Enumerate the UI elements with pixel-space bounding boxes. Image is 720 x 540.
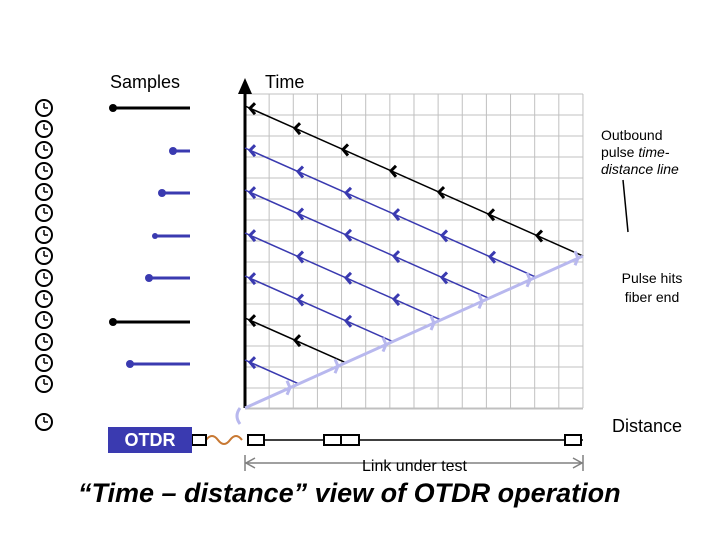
clock-icon [35, 183, 53, 201]
reflection-arrow-mark [247, 314, 257, 328]
backscatter-arrow-mark [343, 186, 353, 200]
link-dimension-arrow-right [572, 457, 584, 469]
clock-icon [35, 204, 53, 222]
pulse-hits-fiber-end-label: Pulse hits fiber end [607, 269, 697, 307]
backscatter-arrow-mark [247, 356, 257, 370]
backscatter-arrow-mark [343, 228, 353, 242]
backscatter-arrow-mark [295, 165, 305, 179]
backscatter-arrow-mark [439, 229, 449, 243]
backscatter-line [244, 232, 442, 321]
fiber-end-arrow-mark [429, 315, 436, 331]
fiber-end-arrow-mark [333, 358, 340, 374]
outbound-label-pointer [622, 179, 629, 233]
clock-icon [35, 162, 53, 180]
outbound-arrow-mark [388, 164, 398, 178]
clock-icon [35, 333, 53, 351]
clock-icon [35, 269, 53, 287]
backscatter-arrow-mark [247, 144, 257, 158]
fiber-end-arrow-mark [381, 337, 388, 353]
backscatter-arrow-mark [343, 271, 353, 285]
backscatter-arrow-mark [391, 208, 401, 222]
outbound-arrow-mark [292, 122, 302, 136]
fiber-squiggle-icon [205, 435, 243, 445]
clock-icon [35, 247, 53, 265]
sample-dot [152, 233, 158, 239]
link-connector-mid-a [323, 434, 342, 446]
backscatter-line [244, 189, 490, 299]
otdr-connector [191, 434, 207, 446]
outbound-arrow-mark [534, 229, 544, 243]
backscatter-arrow-mark [295, 293, 305, 307]
backscatter-line [244, 147, 537, 278]
backscatter-lines [244, 144, 537, 385]
backscatter-arrow-mark [247, 229, 257, 243]
distance-axis-label: Distance [612, 416, 683, 436]
fiber-end-arrow-mark [525, 272, 532, 288]
reflection-arrow-mark [292, 334, 302, 348]
link-under-test-label: Link under test [362, 458, 467, 475]
link-connector-end [564, 434, 582, 446]
otdr-box: OTDR [108, 427, 192, 453]
reflection-lines [244, 314, 347, 364]
backscatter-arrow-mark [343, 314, 353, 328]
outbound-arrow-mark [486, 208, 496, 222]
clock-icon [35, 290, 53, 308]
sample-dot [109, 318, 117, 326]
link-connector-mid-b [340, 434, 360, 446]
outbound-label-line1: Outbound [601, 127, 663, 143]
fiber-end-arrow-mark [573, 250, 580, 266]
backscatter-arrow-mark [391, 250, 401, 264]
clock-icon [35, 354, 53, 372]
grid [244, 93, 584, 410]
clock-column [35, 99, 53, 431]
clock-icon [35, 120, 53, 138]
sample-dot [158, 189, 166, 197]
caption: “Time – distance” view of OTDR operation [78, 478, 621, 508]
outbound-arrow-mark [340, 143, 350, 157]
outbound-pulse-line [244, 105, 584, 257]
fiber-end-line [244, 254, 584, 410]
time-axis-label: Time [265, 72, 305, 92]
link-dimension-arrow-left [244, 457, 256, 469]
backscatter-line [244, 275, 394, 343]
samples-label: Samples [110, 72, 181, 92]
outbound-arrow-mark [247, 102, 257, 116]
pulse-hits-line2: fiber end [624, 289, 680, 305]
sample-dot [109, 104, 117, 112]
outbound-arrow-mark [436, 186, 446, 200]
backscatter-arrow-mark [295, 250, 305, 264]
outbound-label-line3: distance line [601, 161, 679, 177]
outbound-label-line2-italic: time- [638, 144, 670, 160]
clock-icon [35, 226, 53, 244]
backscatter-arrow-mark [247, 186, 257, 200]
samples-column [109, 104, 190, 368]
backscatter-arrow-mark [295, 207, 305, 221]
fiber-end-arrow-mark [477, 293, 484, 310]
backscatter-arrow-mark [391, 293, 401, 307]
sample-dot [169, 147, 177, 155]
clock-icon [35, 413, 53, 431]
fiber-start-marker [235, 407, 242, 425]
backscatter-arrow-mark [439, 271, 449, 285]
outbound-arrow-marks [247, 102, 544, 243]
clock-icon [35, 375, 53, 393]
pulse-hits-line1: Pulse hits [621, 270, 683, 286]
fiber-end-arrow-mark [285, 380, 292, 396]
fiber-end-arrow-marks [285, 250, 580, 396]
clock-icon [35, 311, 53, 329]
clock-icon [35, 99, 53, 117]
backscatter-arrow-mark [247, 272, 257, 286]
time-axis-arrowhead [238, 78, 252, 94]
clock-icon [35, 141, 53, 159]
outbound-line-label: Outbound pulse time- distance line [601, 127, 711, 178]
link-connector-start [247, 434, 265, 446]
sample-dot [126, 360, 134, 368]
backscatter-arrow-mark [487, 250, 497, 264]
outbound-label-line2: pulse [601, 144, 639, 160]
sample-dot [145, 274, 153, 282]
backscatter-line [244, 359, 300, 385]
